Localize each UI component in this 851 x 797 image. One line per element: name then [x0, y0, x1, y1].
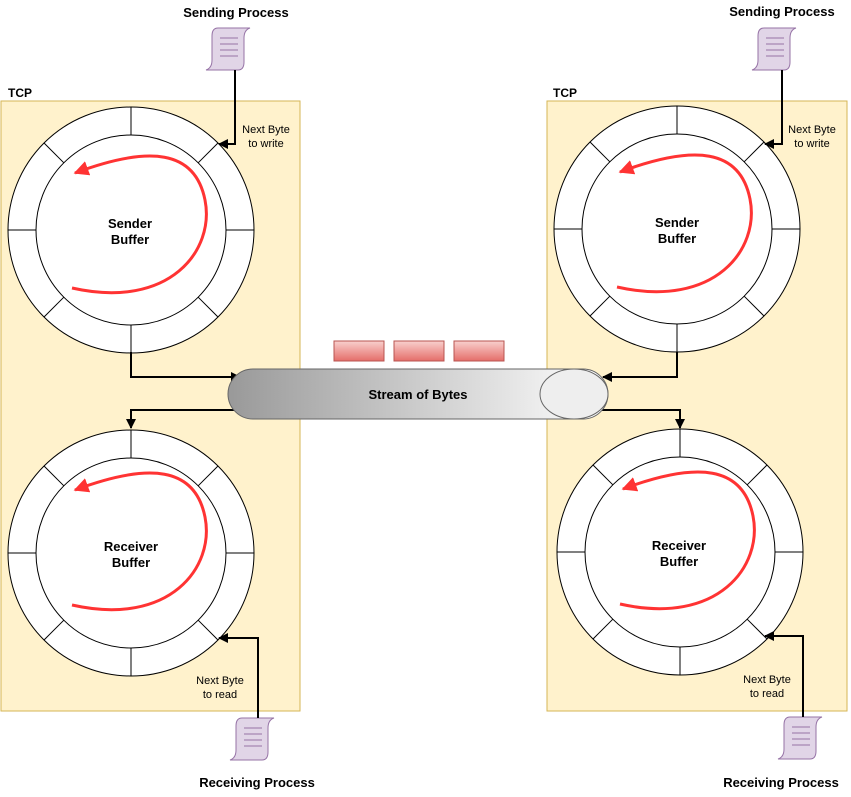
ring-segment-divider — [43, 296, 65, 318]
tcp-label-left: TCP — [8, 86, 32, 100]
ring-segment-divider — [197, 619, 219, 641]
ring-segment-divider — [592, 464, 614, 486]
ring-inner — [35, 134, 227, 326]
arrow-read-left — [218, 633, 259, 718]
document-icon — [205, 27, 251, 71]
sender-buffer-ring-left — [7, 106, 255, 354]
ring-inner — [581, 133, 773, 325]
receiving-process-label-right: Receiving Process — [723, 775, 839, 790]
arrow-read-right — [764, 631, 804, 717]
ring-segment-divider — [743, 141, 765, 163]
receiver-buffer-ring-right — [556, 428, 804, 676]
ring-inner — [584, 456, 776, 648]
arrow-stream-to-receiver-left — [126, 409, 240, 429]
red-circular-arrow — [71, 154, 208, 295]
ring-segment-divider — [197, 142, 219, 164]
packet — [453, 340, 505, 362]
arrow-sender-to-stream-right — [602, 352, 678, 382]
stream-label: Stream of Bytes — [369, 387, 468, 402]
sending-process-label-left: Sending Process — [183, 5, 288, 20]
ring-inner — [35, 457, 227, 649]
document-icon — [229, 717, 275, 761]
ring-segment-divider — [743, 295, 765, 317]
red-circular-arrow — [616, 153, 753, 294]
ring-segment-divider — [43, 142, 65, 164]
document-icon — [777, 716, 823, 760]
packet — [393, 340, 445, 362]
sender-buffer-ring-right — [553, 105, 801, 353]
arrow-stream-to-receiver-right — [600, 409, 685, 429]
red-circular-arrow — [619, 470, 756, 611]
receiving-process-label-left: Receiving Process — [199, 775, 315, 790]
document-icon — [751, 27, 797, 71]
sending-process-label-right: Sending Process — [729, 4, 834, 19]
ring-buffers — [7, 105, 804, 677]
connector-arrows — [126, 70, 804, 718]
ring-segment-divider — [746, 618, 768, 640]
ring-segment-divider — [197, 465, 219, 487]
ring-segment-divider — [43, 465, 65, 487]
arrow-sender-to-stream-left — [130, 352, 241, 382]
red-circular-arrow — [71, 471, 208, 612]
ring-segment-divider — [746, 464, 768, 486]
tcp-label-right: TCP — [553, 86, 577, 100]
ring-segment-divider — [197, 296, 219, 318]
packet — [333, 340, 385, 362]
arrow-send-right — [764, 70, 783, 149]
stream-pipe-end — [539, 368, 609, 420]
ring-segment-divider — [43, 619, 65, 641]
document-lines — [220, 37, 810, 747]
arrow-send-left — [218, 70, 236, 149]
ring-segment-divider — [589, 295, 611, 317]
ring-segment-divider — [592, 618, 614, 640]
ring-segment-divider — [589, 141, 611, 163]
